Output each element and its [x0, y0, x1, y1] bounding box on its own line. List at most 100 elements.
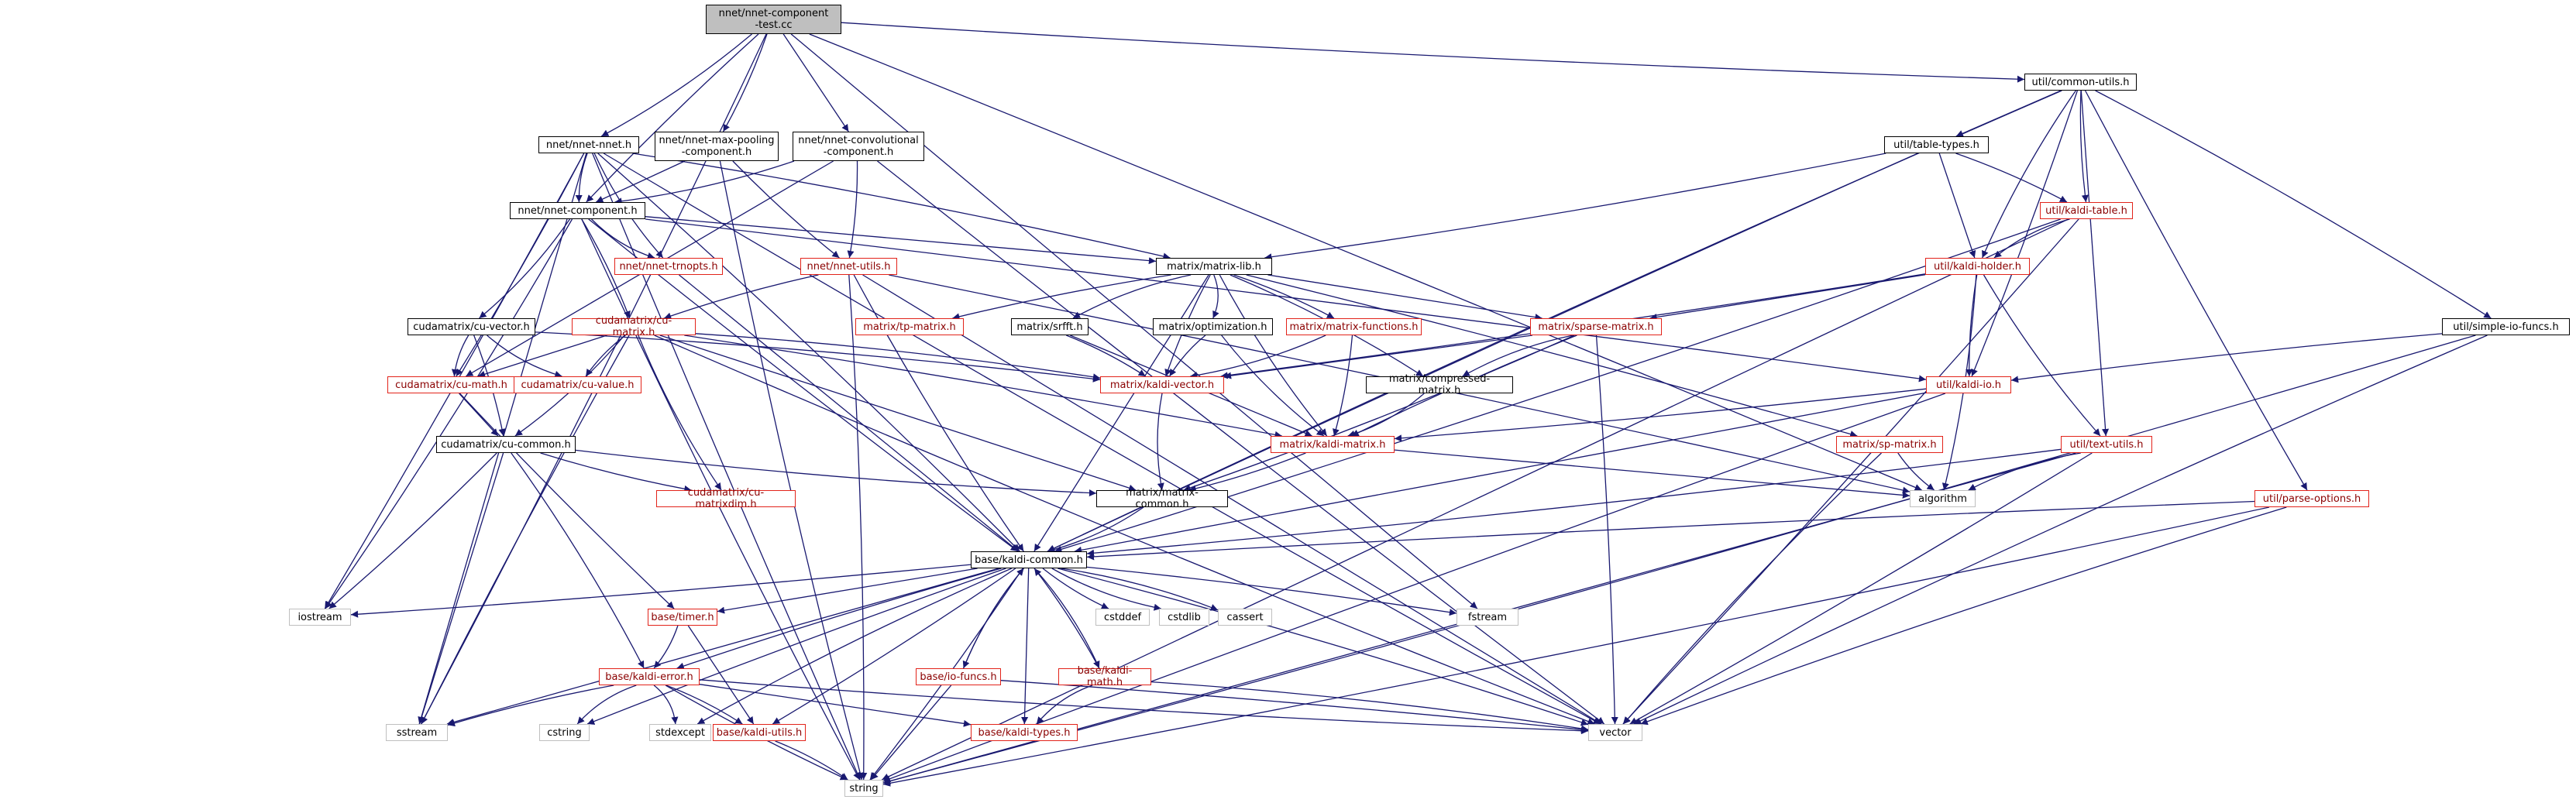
node-label: cstdlib: [1168, 611, 1201, 623]
node-label: util/common-utils.h: [2031, 76, 2130, 88]
node-kaldi-vector[interactable]: matrix/kaldi-vector.h: [1100, 376, 1224, 393]
node-nnet-trnopts[interactable]: nnet/nnet-trnopts.h: [614, 258, 723, 275]
node-kaldi-matrix[interactable]: matrix/kaldi-matrix.h: [1271, 436, 1395, 453]
node-nnet-maxpool[interactable]: nnet/nnet-max-pooling -component.h: [655, 132, 779, 161]
node-kaldi-math[interactable]: base/kaldi-math.h: [1058, 665, 1151, 688]
edge-kaldi_common-to-sstream: [446, 568, 999, 726]
edge-nnet_component-to-matrix_lib: [645, 216, 1157, 265]
edge-matrix_lib-to-sp_matrix: [1246, 274, 1858, 438]
node-matrix-lib[interactable]: matrix/matrix-lib.h: [1156, 258, 1272, 275]
node-cu-common[interactable]: cudamatrix/cu-common.h: [436, 436, 576, 453]
node-nnet-utils[interactable]: nnet/nnet-utils.h: [800, 258, 897, 275]
node-kaldi-holder[interactable]: util/kaldi-holder.h: [1925, 258, 2030, 275]
edge-kaldi_common-to-kaldi_error: [676, 568, 1002, 670]
edge-nnet_trnopts-to-kaldi_common: [679, 274, 1019, 552]
edge-common_utils-to-text_utils: [2080, 90, 2110, 437]
edge-kaldi_io-to-kaldi_common: [1074, 392, 1927, 554]
edge-parse_options-to-vector: [1640, 506, 2287, 726]
node-nnet-component[interactable]: nnet/nnet-component.h: [510, 202, 645, 219]
edge-kaldi_table-to-vector: [1622, 218, 2079, 725]
node-kaldi-types[interactable]: base/kaldi-types.h: [971, 724, 1078, 741]
node-tp-matrix[interactable]: matrix/tp-matrix.h: [855, 318, 964, 335]
edge-cu_math-to-cu_common: [459, 393, 499, 437]
edge-cu_matrix-to-kaldi_vector: [695, 333, 1101, 381]
edge-root-to-nnet_component: [586, 33, 759, 203]
node-matrix-functions[interactable]: matrix/matrix-functions.h: [1286, 318, 1422, 335]
node-label: fstream: [1467, 611, 1508, 623]
node-label: util/kaldi-table.h: [2045, 204, 2127, 217]
node-srfft[interactable]: matrix/srfft.h: [1011, 318, 1089, 335]
node-kaldi-utils[interactable]: base/kaldi-utils.h: [713, 724, 806, 741]
node-vector: vector: [1588, 724, 1642, 741]
edge-root-to-algorithm: [809, 33, 1922, 491]
edge-nnet_conv-to-nnet_utils: [847, 160, 858, 259]
node-label: cudamatrix/cu-matrixdim.h: [687, 487, 765, 510]
edge-kaldi_math-to-kaldi_common: [1033, 568, 1100, 669]
node-sp-matrix[interactable]: matrix/sp-matrix.h: [1836, 436, 1943, 453]
edge-nnet_maxpool-to-nnet_component: [596, 160, 686, 203]
node-text-utils[interactable]: util/text-utils.h: [2061, 436, 2152, 453]
edge-cu_vector-to-cu_math: [451, 335, 469, 377]
node-kaldi-table[interactable]: util/kaldi-table.h: [2040, 202, 2133, 219]
node-kaldi-io[interactable]: util/kaldi-io.h: [1926, 376, 2011, 393]
edge-cu_matrix-to-cu_math: [477, 335, 607, 378]
edge-root-to-nnet_conv: [782, 33, 849, 132]
node-common-utils[interactable]: util/common-utils.h: [2024, 74, 2137, 91]
node-optimization[interactable]: matrix/optimization.h: [1153, 318, 1273, 335]
edge-nnet_component-to-cu_vector: [479, 218, 571, 319]
edge-kaldi_matrix-to-matrix_common: [1188, 452, 1306, 492]
edge-kaldi_common-to-stdexcept: [696, 568, 1013, 725]
node-parse-options[interactable]: util/parse-options.h: [2254, 490, 2369, 507]
node-label: cstring: [547, 726, 582, 739]
node-nnet-conv[interactable]: nnet/nnet-convolutional -component.h: [793, 132, 924, 161]
edge-matrix_lib-to-matrix_functions: [1233, 274, 1335, 319]
node-cu-matrix[interactable]: cudamatrix/cu-matrix.h: [572, 315, 696, 338]
node-cu-value[interactable]: cudamatrix/cu-value.h: [514, 376, 641, 393]
node-fstream: fstream: [1457, 609, 1518, 626]
edge-sparse_matrix-to-matrix_common: [1183, 335, 1575, 492]
edge-kaldi_holder-to-sparse_matrix: [1649, 274, 1926, 321]
node-nnet-nnet[interactable]: nnet/nnet-nnet.h: [538, 136, 639, 153]
edge-kaldi_matrix-to-algorithm: [1394, 449, 1911, 499]
edge-optimization-to-kaldi_vector: [1169, 335, 1206, 377]
node-kaldi-error[interactable]: base/kaldi-error.h: [599, 668, 700, 685]
node-label: cstddef: [1103, 611, 1142, 623]
edge-kaldi_error-to-stdexcept: [653, 685, 679, 725]
edge-nnet_utils-to-vector: [862, 274, 1602, 725]
edge-kaldi_common-to-cstring: [586, 568, 1006, 725]
edge-table_types-to-kaldi_holder: [1938, 153, 1976, 259]
edge-nnet_utils-to-cu_matrix: [663, 274, 819, 320]
node-cassert: cassert: [1218, 609, 1272, 626]
node-sparse-matrix[interactable]: matrix/sparse-matrix.h: [1530, 318, 1662, 335]
node-label: matrix/kaldi-vector.h: [1109, 379, 1215, 391]
node-label: nnet/nnet-convolutional -component.h: [798, 135, 919, 158]
node-matrix-common[interactable]: matrix/matrix-common.h: [1096, 487, 1228, 510]
edge-kaldi_error-to-vector: [699, 679, 1589, 735]
edge-kaldi_common-to-vector: [1058, 568, 1589, 726]
edge-matrix_lib-to-optimization: [1212, 274, 1219, 319]
edge-table_types-to-kaldi_table: [1955, 153, 2068, 203]
node-simple-io[interactable]: util/simple-io-funcs.h: [2442, 318, 2570, 335]
node-cstddef: cstddef: [1095, 609, 1150, 626]
node-compressed-matrix[interactable]: matrix/compressed-matrix.h: [1366, 373, 1513, 396]
node-io-funcs[interactable]: base/io-funcs.h: [916, 668, 1001, 685]
node-cu-matrixdim[interactable]: cudamatrix/cu-matrixdim.h: [656, 487, 796, 510]
node-cu-math[interactable]: cudamatrix/cu-math.h: [387, 376, 515, 393]
node-label: iostream: [297, 611, 342, 623]
node-label: cudamatrix/cu-math.h: [395, 379, 507, 391]
node-label: cudamatrix/cu-common.h: [441, 438, 571, 451]
edge-nnet_component-to-cu_matrix: [581, 218, 631, 319]
node-label: nnet/nnet-max-pooling -component.h: [659, 135, 775, 158]
edge-table_types-to-matrix_lib: [1264, 153, 1886, 261]
node-timer[interactable]: base/timer.h: [648, 609, 717, 626]
edge-kaldi_common-to-timer: [717, 568, 978, 614]
node-label: cudamatrix/cu-vector.h: [413, 321, 530, 333]
edge-nnet_nnet-to-kaldi_common: [597, 153, 1020, 552]
node-table-types[interactable]: util/table-types.h: [1884, 136, 1989, 153]
edge-parse_options-to-kaldi_common: [1086, 500, 2255, 561]
edge-common_utils-to-kaldi_holder: [1982, 90, 2076, 259]
node-kaldi-common[interactable]: base/kaldi-common.h: [971, 551, 1087, 568]
edge-nnet_component-to-nnet_trnopts: [591, 218, 655, 259]
node-cu-vector[interactable]: cudamatrix/cu-vector.h: [408, 318, 535, 335]
node-stdexcept: stdexcept: [649, 724, 711, 741]
